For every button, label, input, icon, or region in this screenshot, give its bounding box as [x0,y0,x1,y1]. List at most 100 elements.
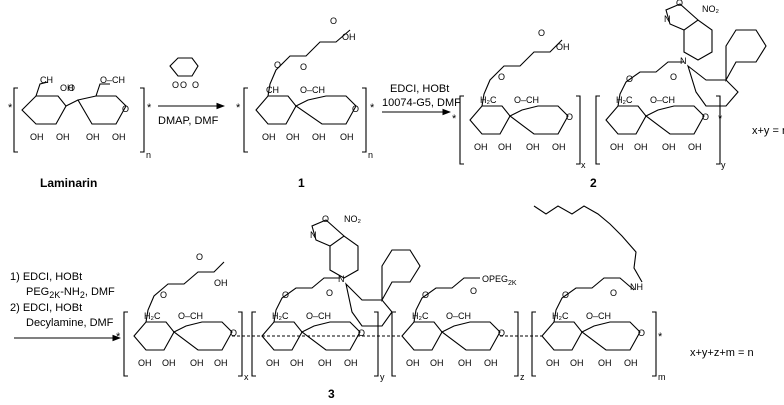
svg-text:OH: OH [430,358,444,368]
svg-text:PEG2K-NH2, DMF: PEG2K-NH2, DMF [26,286,115,300]
svg-text:O: O [626,74,633,84]
svg-text:O: O [676,0,683,8]
svg-text:OH: OH [570,358,584,368]
svg-text:OH: OH [290,358,304,368]
reagent-step1: DMAP, DMF [158,115,219,127]
label-compound-2: 2 [590,176,597,190]
svg-text:OH: OH [474,142,488,152]
svg-text:OH: OH [340,132,354,142]
svg-text:H₂C: H₂C [144,311,161,321]
svg-text:*: * [147,102,152,114]
svg-text:O–CH: O–CH [586,311,611,321]
arrow-step3: 1) EDCI, HOBt PEG2K-NH2, DMF 2) EDCI, HO… [10,271,122,342]
svg-text:OH: OH [112,132,126,142]
svg-text:CH: CH [40,75,53,85]
svg-text:H₂C: H₂C [616,95,633,105]
svg-text:OH: OH [556,42,570,52]
svg-text:OH: OH [624,358,638,368]
svg-text:*: * [452,113,457,125]
label-compound-1: 1 [298,176,305,190]
svg-text:O–CH: O–CH [300,85,325,95]
svg-text:*: * [236,102,241,114]
svg-text:OH: OH [610,142,624,152]
svg-text:OH: OH [484,358,498,368]
svg-text:H₂C: H₂C [552,311,569,321]
reagent-step3b: 2) EDCI, HOBt [10,302,82,314]
svg-text:OH: OH [344,358,358,368]
svg-text:O: O [538,28,545,38]
svg-text:OH: OH [526,142,540,152]
svg-text:O: O [230,328,237,338]
svg-text:y: y [721,160,726,170]
svg-text:O: O [330,16,337,26]
svg-text:O: O [422,290,429,300]
reagent-step2a: EDCI, HOBt [390,83,449,95]
svg-text:m: m [658,372,666,382]
svg-text:OH: OH [318,358,332,368]
svg-text:O–CH: O–CH [178,311,203,321]
equation-3: x+y+z+m = n [690,347,754,359]
svg-text:O: O [196,252,203,262]
svg-text:NH: NH [630,282,643,292]
svg-text:O: O [274,60,281,70]
svg-text:*: * [8,102,13,114]
svg-text:OH: OH [406,358,420,368]
svg-text:O–CH: O–CH [650,95,675,105]
svg-text:OH: OH [266,358,280,368]
svg-text:O: O [68,83,75,93]
svg-text:O: O [470,286,477,296]
svg-text:*: * [718,113,723,125]
svg-text:O: O [498,328,505,338]
svg-text:OH: OH [190,358,204,368]
compound-2-structure: * * x y H₂C O O OH O–CH OH OH OH OH O H₂… [452,0,784,190]
svg-text:OH: OH [86,132,100,142]
compound-1-structure: * * n CH O O O OH O–CH OH OH OH OH O 1 [236,16,375,190]
svg-text:OH: OH [138,358,152,368]
svg-text:O–CH: O–CH [306,311,331,321]
svg-text:NO₂: NO₂ [344,214,362,224]
svg-text:N: N [310,230,317,240]
svg-text:O: O [322,214,329,224]
svg-text:O: O [358,328,365,338]
svg-text:OH: OH [662,142,676,152]
svg-text:z: z [520,372,525,382]
svg-text:O: O [670,72,677,82]
svg-text:OH: OH [458,358,472,368]
svg-text:OH: OH [552,142,566,152]
svg-text:O: O [122,104,129,114]
svg-text:OH: OH [214,358,228,368]
svg-text:O: O [192,80,199,90]
svg-text:O–CH: O–CH [514,95,539,105]
svg-text:OH: OH [498,142,512,152]
svg-text:CH: CH [266,85,279,95]
svg-text:*: * [116,331,121,343]
equation-2: x+y = n [752,125,784,137]
reagent-step3c: Decylamine, DMF [26,317,114,329]
svg-text:n: n [368,150,373,160]
svg-text:O: O [638,328,645,338]
arrow-step2: EDCI, HOBt 10074-G5, DMF [382,83,461,116]
svg-text:H₂C: H₂C [480,95,497,105]
svg-text:OH: OH [546,358,560,368]
svg-text:N: N [680,56,687,66]
svg-text:OH: OH [56,132,70,142]
svg-text:O–CH: O–CH [446,311,471,321]
svg-text:*: * [370,102,375,114]
svg-text:N: N [338,274,345,284]
svg-text:x: x [244,372,249,382]
arrow-step1: O O O DMAP, DMF [158,57,226,127]
reagent-step2b: 10074-G5, DMF [382,97,461,109]
svg-text:OH: OH [286,132,300,142]
svg-text:N: N [664,14,671,24]
compound-3-structure: * * x y z m H₂C O O OH O–CH OH OH OH OH … [116,205,754,401]
svg-text:OPEG2K: OPEG2K [482,274,517,287]
svg-text:H₂C: H₂C [272,311,289,321]
svg-text:OH: OH [30,132,44,142]
svg-text:NO₂: NO₂ [702,4,720,14]
svg-text:y: y [380,372,385,382]
svg-text:OH: OH [598,358,612,368]
svg-text:O: O [352,104,359,114]
svg-text:O: O [566,112,573,122]
svg-text:OH: OH [342,32,356,42]
